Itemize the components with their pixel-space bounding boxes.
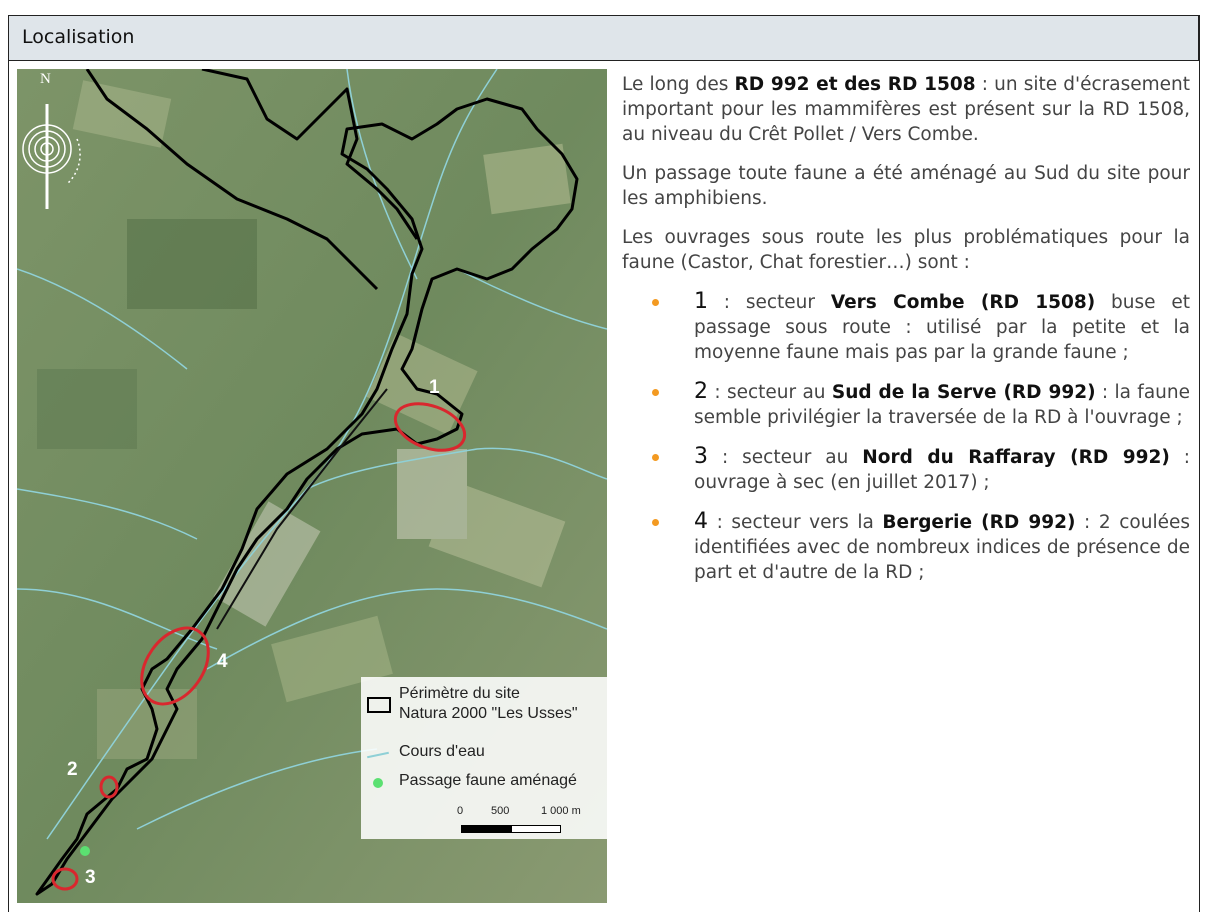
site-perimeter-west — [85, 69, 379, 291]
stream-symbol-icon — [367, 751, 389, 759]
structures-list: 1 : secteur Vers Combe (RD 1508) buse et… — [622, 289, 1190, 585]
road — [216, 388, 388, 630]
bullet-icon — [652, 389, 659, 396]
scale-zero: 0 — [457, 805, 464, 817]
site-label-1: 1 — [429, 377, 440, 398]
site-label-4: 4 — [217, 651, 228, 672]
legend-perimeter-line1: Périmètre du site — [399, 685, 520, 702]
wildlife-passage-marker — [80, 846, 90, 856]
scale-end: 1 000 m — [541, 805, 581, 817]
north-label: N — [40, 71, 51, 87]
section-header: Localisation — [8, 15, 1199, 61]
list-item: 3 : secteur au Nord du Raffaray (RD 992)… — [652, 444, 1190, 495]
section-title: Localisation — [22, 26, 135, 48]
bullet-icon — [652, 299, 659, 306]
markers — [51, 402, 467, 891]
site-label-2: 2 — [67, 759, 78, 780]
list-item: 2 : secteur au Sud de la Serve (RD 992) … — [652, 379, 1190, 430]
legend-perimeter-line2: Natura 2000 "Les Usses" — [399, 705, 578, 722]
field-patches — [37, 80, 571, 759]
bullet-icon — [652, 454, 659, 461]
paragraph-roads: Le long des RD 992 et des RD 1508 : un s… — [622, 74, 1190, 145]
passage-symbol-icon — [373, 778, 383, 788]
paragraph-structures: Les ouvrages sous route les plus problém… — [622, 227, 1190, 273]
legend-passage: Passage faune aménagé — [399, 772, 577, 789]
list-item: 1 : secteur Vers Combe (RD 1508) buse et… — [652, 289, 1190, 365]
scale-mid: 500 — [491, 805, 510, 817]
scale-bar — [461, 825, 561, 833]
site-perimeter-north — [201, 69, 419, 240]
site-map[interactable]: N 1 2 3 4 Périmètre du site Natura 2000 … — [17, 69, 607, 903]
legend-streams: Cours d'eau — [399, 743, 485, 760]
paragraph-passage: Un passage toute faune a été aménagé au … — [622, 163, 1190, 209]
perimeter-symbol-icon — [367, 697, 391, 713]
north-arrow-icon — [22, 104, 81, 209]
description: Le long des RD 992 et des RD 1508 : un s… — [622, 72, 1190, 599]
map-legend: Périmètre du site Natura 2000 "Les Usses… — [361, 677, 607, 839]
site-perimeter — [35, 97, 579, 896]
site-label-3: 3 — [85, 867, 96, 888]
bullet-icon — [652, 519, 659, 526]
list-item: 4 : secteur vers la Bergerie (RD 992) : … — [652, 509, 1190, 585]
